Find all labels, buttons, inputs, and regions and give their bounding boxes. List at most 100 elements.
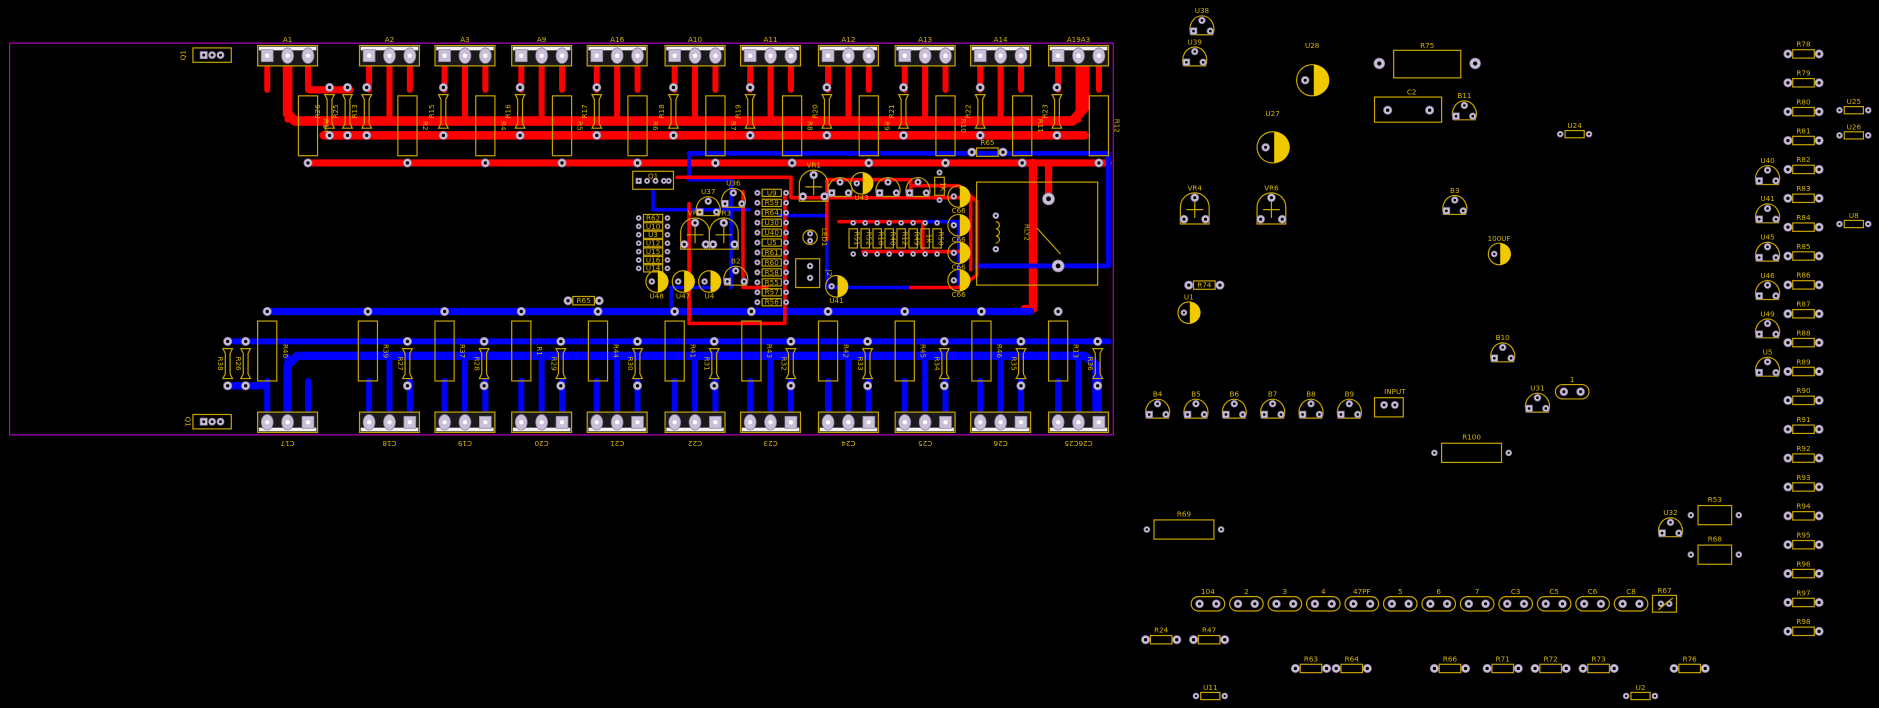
- transistor[interactable]: B4: [1145, 390, 1171, 419]
- transistor[interactable]: B3: [1442, 186, 1468, 216]
- capacitor[interactable]: C5: [1536, 587, 1572, 612]
- power-resistor[interactable]: R9: [858, 95, 891, 168]
- resistor[interactable]: R80: [1783, 97, 1824, 117]
- resistor[interactable]: R72: [1530, 654, 1571, 674]
- power-resistor[interactable]: R53: [1687, 495, 1743, 526]
- electrolytic-capacitor[interactable]: C66: [947, 185, 971, 216]
- bottom-connector[interactable]: C24: [817, 411, 879, 448]
- potentiometer[interactable]: VR6: [1256, 183, 1287, 225]
- resistor[interactable]: R76: [1669, 654, 1710, 674]
- resistor[interactable]: R86: [1783, 271, 1824, 290]
- resistor[interactable]: U16: [635, 255, 671, 264]
- bottom-connector[interactable]: C19: [434, 411, 496, 448]
- resistor[interactable]: R87: [1783, 300, 1824, 319]
- resistor[interactable]: R85: [1783, 242, 1824, 261]
- transistor[interactable]: B2: [723, 257, 749, 286]
- transistor[interactable]: B10: [1490, 333, 1516, 363]
- transistor[interactable]: [905, 176, 931, 198]
- resistor[interactable]: R52: [860, 219, 873, 257]
- power-resistor[interactable]: R11: [1011, 95, 1045, 168]
- resistor[interactable]: R18: [657, 82, 680, 140]
- transistor[interactable]: U36: [720, 179, 746, 208]
- resistor[interactable]: R25: [331, 82, 354, 140]
- resistor[interactable]: R81: [1783, 126, 1824, 146]
- resistor[interactable]: U3: [635, 230, 671, 239]
- resistor-r75[interactable]: R75: [1373, 41, 1481, 79]
- electrolytic-capacitor[interactable]: U28: [1296, 41, 1330, 97]
- resistor[interactable]: R59: [754, 198, 790, 207]
- power-resistor[interactable]: R39: [357, 306, 390, 382]
- resistor[interactable]: R32: [779, 336, 797, 391]
- resistor[interactable]: 1K: [920, 219, 933, 257]
- resistor[interactable]: R66: [1429, 654, 1471, 674]
- power-resistor[interactable]: R100: [1431, 433, 1513, 464]
- transistor[interactable]: U31: [1524, 384, 1551, 413]
- bottom-connector[interactable]: C23: [739, 411, 802, 448]
- capacitor[interactable]: 1: [1554, 375, 1590, 400]
- resistor[interactable]: R20: [810, 82, 833, 140]
- power-resistor[interactable]: R40: [257, 306, 290, 382]
- transistor[interactable]: U46: [1754, 271, 1781, 301]
- transistor[interactable]: U5: [1754, 348, 1781, 377]
- transistor[interactable]: U37: [695, 187, 721, 217]
- corner-connector[interactable]: Q1: [179, 47, 232, 63]
- bottom-connector[interactable]: C20: [511, 411, 573, 448]
- potentiometer[interactable]: VR4: [1179, 183, 1210, 225]
- top-connector[interactable]: A14: [970, 35, 1032, 67]
- power-resistor[interactable]: R10: [935, 95, 968, 168]
- capacitor[interactable]: 2: [1229, 587, 1264, 612]
- resistor[interactable]: R65: [967, 138, 1008, 157]
- input-connector[interactable]: INPUT: [1373, 387, 1406, 418]
- resistor[interactable]: R36: [1086, 336, 1104, 391]
- power-resistor[interactable]: R37: [434, 306, 467, 382]
- resistor[interactable]: 1K: [934, 169, 948, 204]
- resistor[interactable]: R34: [933, 336, 951, 391]
- resistor[interactable]: R61: [754, 248, 790, 257]
- power-resistor[interactable]: R2: [397, 95, 430, 168]
- relay[interactable]: RLY2: [976, 181, 1099, 286]
- small-component[interactable]: U26: [1836, 122, 1872, 140]
- electrolytic-capacitor[interactable]: 100UF: [1488, 234, 1511, 266]
- resistor[interactable]: R88: [1783, 328, 1824, 348]
- resistor[interactable]: R56: [754, 298, 790, 307]
- resistor[interactable]: R74: [1184, 280, 1225, 290]
- center-connector[interactable]: Q1: [632, 170, 675, 190]
- resistor[interactable]: R71: [1482, 654, 1523, 674]
- resistor[interactable]: U10: [635, 222, 671, 231]
- resistor[interactable]: R79: [1783, 69, 1824, 88]
- electrolytic-capacitor[interactable]: U48: [645, 270, 669, 301]
- resistor[interactable]: R24: [1141, 626, 1182, 645]
- capacitor[interactable]: 5: [1382, 587, 1418, 612]
- resistor[interactable]: R58: [754, 268, 790, 277]
- resistor[interactable]: R92: [1783, 444, 1824, 463]
- transistor[interactable]: B8: [1298, 390, 1324, 419]
- led[interactable]: LED1: [802, 228, 829, 247]
- resistor[interactable]: R35: [1009, 336, 1027, 391]
- resistor[interactable]: R78: [1783, 40, 1824, 59]
- bottom-connector[interactable]: C22: [664, 411, 726, 448]
- resistor[interactable]: R57: [754, 288, 790, 297]
- resistor[interactable]: R62: [635, 213, 671, 222]
- resistor[interactable]: R97: [1783, 588, 1824, 608]
- power-resistor[interactable]: R69: [1143, 509, 1225, 540]
- power-resistor[interactable]: R4: [475, 95, 508, 168]
- resistor[interactable]: R95: [1783, 531, 1824, 550]
- jumper[interactable]: J2: [795, 258, 834, 289]
- resistor[interactable]: R49: [908, 219, 921, 257]
- resistor[interactable]: R12: [896, 219, 909, 257]
- capacitor-c2[interactable]: C2: [1373, 88, 1443, 123]
- resistor[interactable]: R26: [234, 336, 252, 391]
- top-connector[interactable]: A10: [664, 35, 726, 67]
- power-resistor[interactable]: R14: [297, 95, 331, 168]
- small-component[interactable]: U24: [1556, 121, 1593, 139]
- resistor[interactable]: R73: [1578, 654, 1619, 674]
- resistor[interactable]: R23: [1040, 82, 1063, 140]
- transistor[interactable]: U39: [1182, 37, 1208, 67]
- capacitor[interactable]: 3: [1267, 587, 1303, 612]
- bottom-connector[interactable]: C18: [358, 411, 421, 448]
- top-connector[interactable]: A16: [586, 35, 648, 67]
- top-connector[interactable]: A2: [358, 35, 421, 67]
- electrolytic-capacitor[interactable]: C66: [947, 241, 971, 272]
- power-resistor[interactable]: R8: [781, 95, 815, 168]
